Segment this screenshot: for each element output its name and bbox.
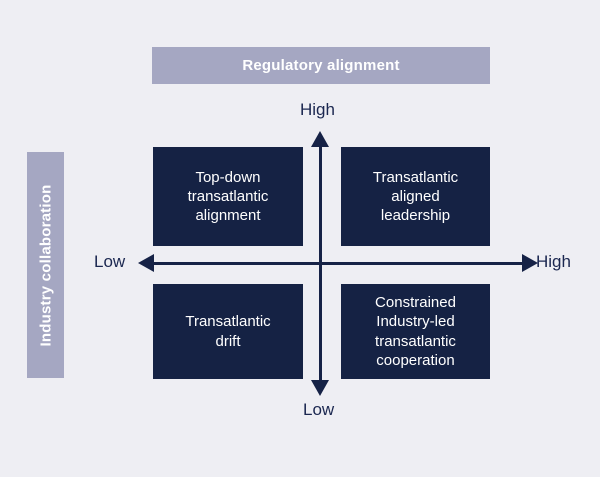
quadrant-bottom-right-label: Constrained Industry-led transatlantic c… — [375, 294, 456, 369]
y-axis-title-text: Industry collaboration — [37, 184, 55, 346]
quadrant-top-right-label: Transatlantic aligned leadership — [372, 168, 459, 225]
y-axis-high-label: High — [300, 100, 335, 119]
arrow-left-icon — [138, 254, 154, 272]
arrow-down-icon — [311, 380, 329, 396]
y-axis-line — [319, 140, 322, 388]
arrow-up-icon — [311, 131, 329, 147]
x-axis-title-text: Regulatory alignment — [242, 57, 400, 74]
quadrant-top-left-label: Top-down transatlantic alignment — [187, 168, 269, 225]
quadrant-top-left: Top-down transatlantic alignment — [153, 147, 303, 246]
y-axis-low-label: Low — [303, 400, 335, 419]
quadrant-bottom-right: Constrained Industry-led transatlantic c… — [341, 284, 490, 379]
quadrant-top-right: Transatlantic aligned leadership — [341, 147, 490, 246]
y-axis-title-bar: Industry collaboration — [27, 152, 64, 378]
quadrant-bottom-left: Transatlantic drift — [153, 284, 303, 379]
arrow-right-icon — [522, 254, 538, 272]
quadrant-bottom-left-label: Transatlantic drift — [185, 313, 271, 350]
x-axis-low-label: Low — [94, 252, 126, 271]
x-axis-line — [152, 262, 524, 265]
x-axis-high-label: High — [536, 252, 571, 271]
x-axis-title-bar: Regulatory alignment — [152, 47, 490, 84]
